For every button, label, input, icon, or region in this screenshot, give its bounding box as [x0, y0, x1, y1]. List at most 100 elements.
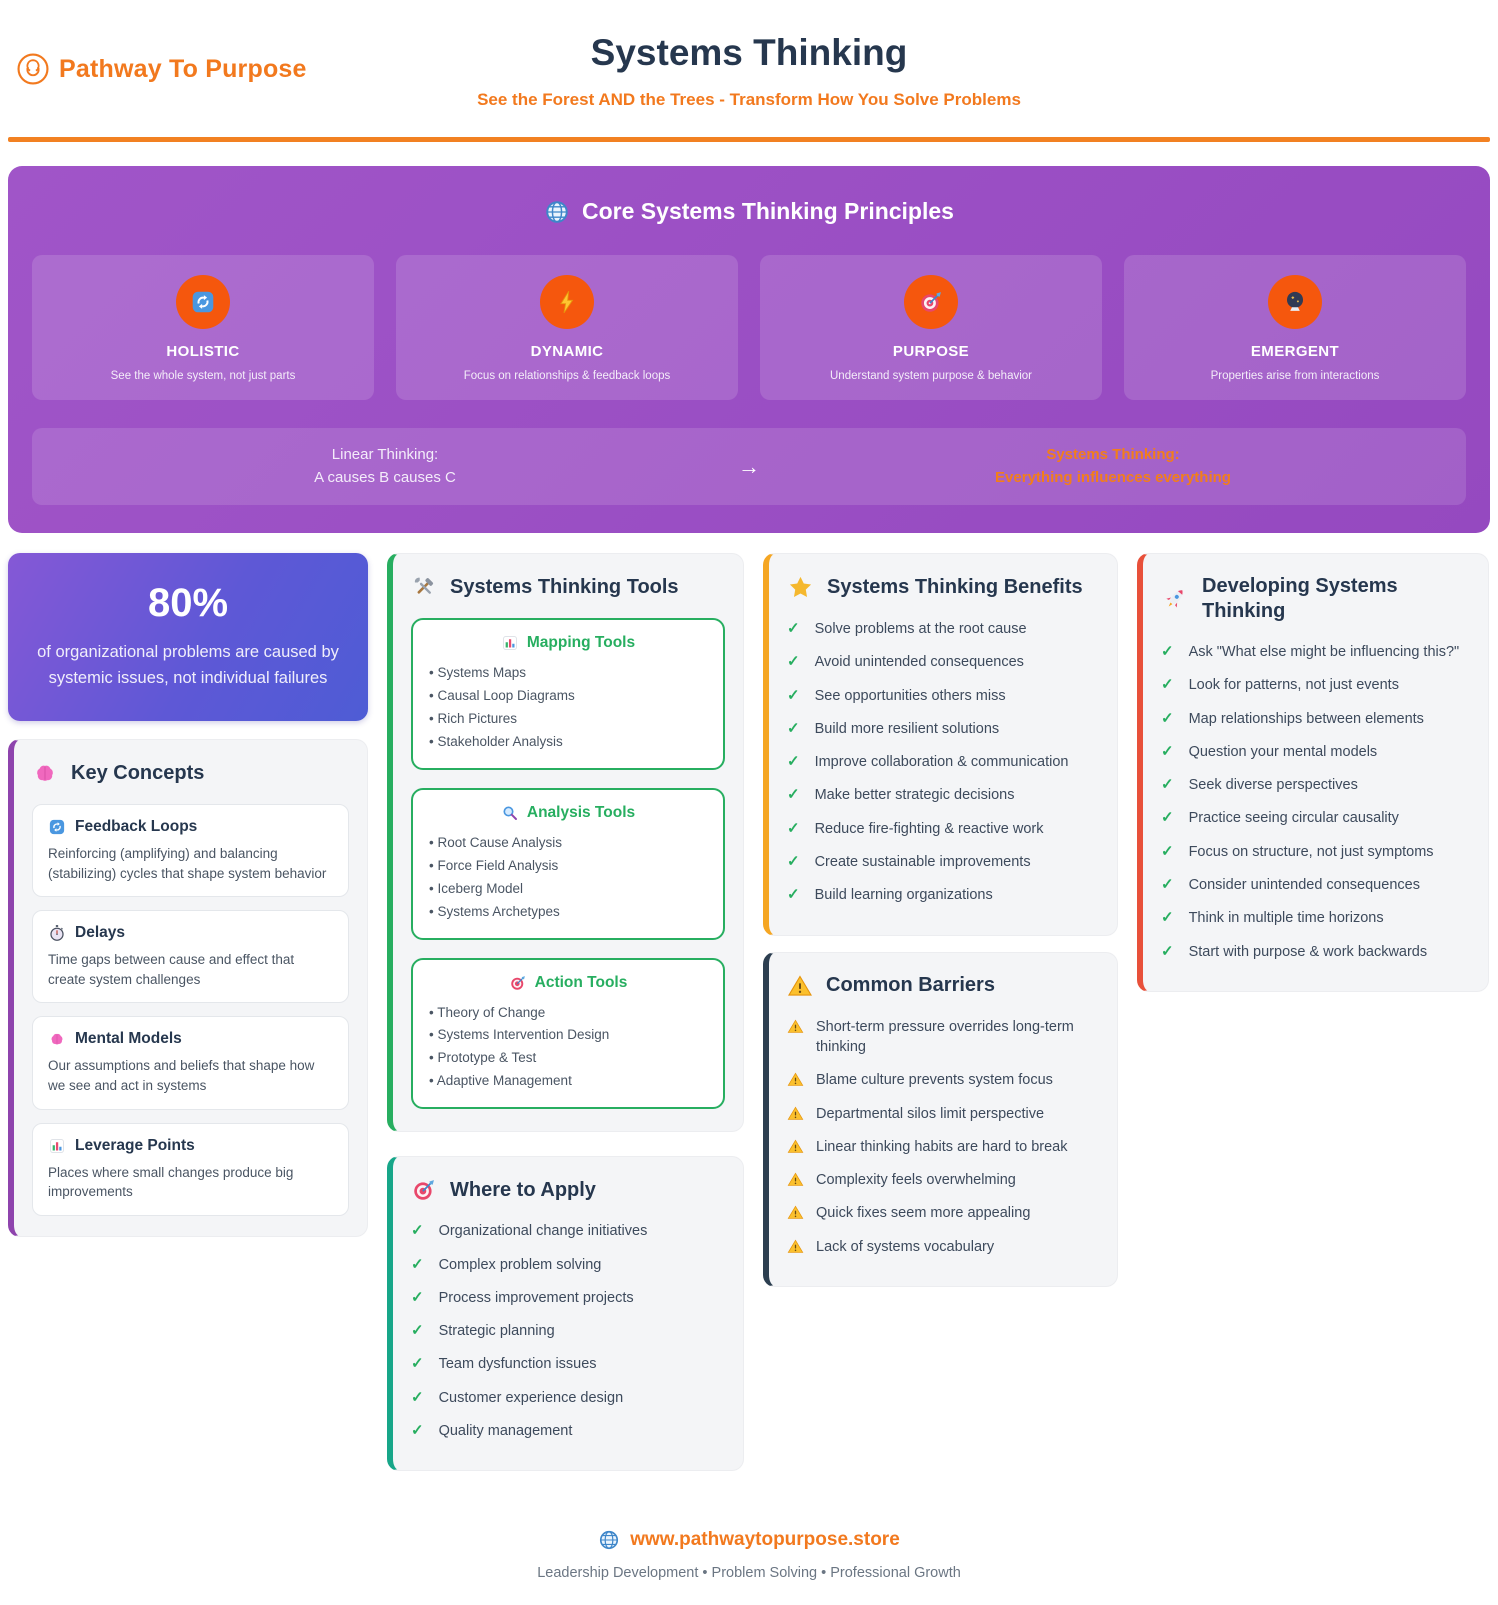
target-icon	[918, 289, 944, 315]
column-benefits-barriers: Systems Thinking Benefits ✓ Solve proble…	[763, 553, 1118, 1288]
page-header: Pathway To Purpose Systems Thinking See …	[0, 0, 1498, 142]
tool-item: Iceberg Model	[429, 878, 707, 901]
list-item: ✓ Create sustainable improvements	[787, 852, 1099, 872]
warning-icon	[787, 1105, 804, 1122]
list-item: ✓ Avoid unintended consequences	[787, 652, 1099, 672]
list-item: Linear thinking habits are hard to break	[787, 1137, 1099, 1157]
list-item: ✓ Look for patterns, not just events	[1161, 675, 1470, 695]
bar-chart-icon	[501, 634, 519, 652]
thinking-comparison: Linear Thinking: A causes B causes C → S…	[32, 428, 1466, 505]
tool-item: Systems Maps	[429, 662, 707, 685]
brain-icon	[32, 760, 58, 786]
list-item: Complexity feels overwhelming	[787, 1170, 1099, 1190]
list-item: Lack of systems vocabulary	[787, 1237, 1099, 1257]
check-icon: ✓	[1161, 909, 1174, 927]
bar-chart-icon	[48, 1137, 66, 1155]
mapping-tools-box: Mapping Tools Systems MapsCausal Loop Di…	[411, 618, 725, 770]
check-icon: ✓	[1161, 709, 1174, 727]
rocket-icon	[1161, 585, 1189, 613]
check-icon: ✓	[411, 1288, 424, 1306]
column-developing: Developing Systems Thinking ✓ Ask "What …	[1137, 553, 1489, 992]
barriers-list: Short-term pressure overrides long-term …	[787, 1017, 1099, 1270]
target-icon	[509, 974, 527, 992]
tool-item: Rich Pictures	[429, 708, 707, 731]
check-icon: ✓	[787, 653, 800, 671]
list-item: Short-term pressure overrides long-term …	[787, 1017, 1099, 1058]
list-item: ✓ Improve collaboration & communication	[787, 752, 1099, 772]
hammer-wrench-icon	[411, 574, 437, 600]
principles-title: Core Systems Thinking Principles	[582, 198, 954, 224]
list-item: ✓ Quality management	[411, 1421, 725, 1441]
arrow-icon: →	[738, 453, 760, 479]
refresh-icon	[190, 289, 216, 315]
tools-panel: Systems Thinking Tools Mapping Tools Sys…	[387, 553, 744, 1133]
refresh-icon	[48, 818, 66, 836]
check-icon: ✓	[411, 1322, 424, 1340]
warning-icon	[787, 1171, 804, 1188]
tool-item: Force Field Analysis	[429, 855, 707, 878]
globe-icon	[544, 199, 570, 225]
brand: Pathway To Purpose	[16, 52, 307, 86]
purpose-badge	[904, 275, 958, 329]
check-icon: ✓	[411, 1422, 424, 1440]
apply-title: Where to Apply	[450, 1178, 596, 1201]
tools-title: Systems Thinking Tools	[450, 575, 679, 598]
page-footer: www.pathwaytopurpose.store Leadership De…	[0, 1529, 1498, 1605]
list-item: ✓ Team dysfunction issues	[411, 1354, 725, 1374]
principle-card-emergent: EMERGENT Properties arise from interacti…	[1124, 255, 1466, 400]
list-item: ✓ Process improvement projects	[411, 1288, 725, 1308]
list-item: ✓ Make better strategic decisions	[787, 785, 1099, 805]
list-item: ✓ Strategic planning	[411, 1321, 725, 1341]
check-icon: ✓	[411, 1355, 424, 1373]
developing-title: Developing Systems Thinking	[1202, 575, 1398, 622]
page-title: Systems Thinking	[590, 32, 908, 73]
magnifier-icon	[501, 804, 519, 822]
website-link[interactable]: www.pathwaytopurpose.store	[630, 1529, 900, 1551]
check-icon: ✓	[787, 620, 800, 637]
developing-list: ✓ Ask "What else might be influencing th…	[1161, 642, 1470, 975]
list-item: ✓ Practice seeing circular causality	[1161, 808, 1470, 828]
warning-icon	[787, 973, 813, 999]
action-tools-box: Action Tools Theory of ChangeSystems Int…	[411, 957, 725, 1110]
tool-item: Root Cause Analysis	[429, 832, 707, 855]
key-concepts-panel: Key Concepts Feedback Loops	[8, 739, 368, 1237]
check-icon: ✓	[1161, 942, 1174, 960]
check-icon: ✓	[1161, 876, 1174, 894]
list-item: ✓ Question your mental models	[1161, 742, 1470, 762]
list-item: Blame culture prevents system focus	[787, 1070, 1099, 1090]
check-icon: ✓	[787, 753, 800, 771]
warning-icon	[787, 1138, 804, 1155]
check-icon: ✓	[1161, 676, 1174, 694]
list-item: ✓ Consider unintended consequences	[1161, 875, 1470, 895]
brain-icon	[48, 1030, 66, 1048]
list-item: ✓ Seek diverse perspectives	[1161, 775, 1470, 795]
check-icon: ✓	[1161, 643, 1174, 660]
tool-item: Adaptive Management	[429, 1070, 707, 1093]
systems-thinking-label: Systems Thinking: Everything influences …	[995, 446, 1231, 486]
check-icon: ✓	[1161, 776, 1174, 794]
globe-icon	[598, 1529, 620, 1551]
apply-panel: Where to Apply ✓ Organizational change i…	[387, 1156, 744, 1472]
analysis-tools-list: Root Cause AnalysisForce Field AnalysisI…	[429, 832, 707, 924]
concept-feedback-loops: Feedback Loops Reinforcing (amplifying) …	[32, 804, 349, 898]
target-icon	[411, 1177, 437, 1203]
check-icon: ✓	[787, 819, 800, 837]
check-icon: ✓	[787, 686, 800, 704]
list-item: ✓ Build more resilient solutions	[787, 719, 1099, 739]
tool-item: Causal Loop Diagrams	[429, 685, 707, 708]
list-item: ✓ Think in multiple time horizons	[1161, 908, 1470, 928]
column-tools: Systems Thinking Tools Mapping Tools Sys…	[387, 553, 744, 1472]
analysis-tools-box: Analysis Tools Root Cause AnalysisForce …	[411, 787, 725, 940]
check-icon: ✓	[411, 1388, 424, 1406]
star-icon	[787, 574, 814, 601]
stat-value: 80%	[147, 581, 229, 625]
tool-item: Stakeholder Analysis	[429, 731, 707, 754]
tool-item: Theory of Change	[429, 1002, 707, 1025]
list-item: ✓ Solve problems at the root cause	[787, 619, 1099, 639]
list-item: ✓ Reduce fire-fighting & reactive work	[787, 819, 1099, 839]
header-divider	[8, 137, 1490, 142]
benefits-list: ✓ Solve problems at the root cause ✓ Avo…	[787, 619, 1099, 919]
stat-card: 80% of organizational problems are cause…	[8, 553, 368, 722]
concept-delays: Delays Time gaps between cause and effec…	[32, 910, 349, 1004]
tool-item: Systems Archetypes	[429, 901, 707, 924]
